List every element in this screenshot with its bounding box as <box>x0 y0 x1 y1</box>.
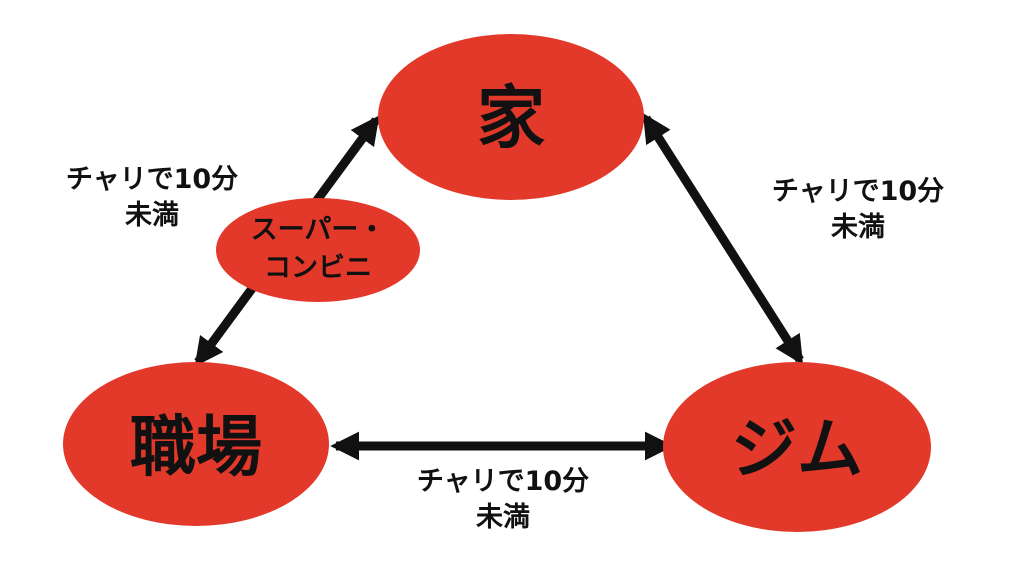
arrow-home-gym <box>642 113 804 365</box>
node-store-shape <box>216 198 420 302</box>
node-store: スーパー・ コンビニ <box>216 198 420 302</box>
edge-label-home-gym-line2: 未満 <box>831 212 885 243</box>
node-work-shape <box>63 362 329 526</box>
edge-label-work-gym-line1: チャリで10分 <box>417 466 589 497</box>
edge-label-home-gym: チャリで10分 未満 <box>772 176 944 243</box>
node-gym: ジム <box>663 362 931 532</box>
edge-label-home-work: チャリで10分 未満 <box>66 164 238 231</box>
node-store-label-line2: コンビニ <box>264 253 372 284</box>
node-work-label: 職場 <box>130 409 262 486</box>
edge-label-work-gym: チャリで10分 未満 <box>417 466 589 533</box>
edge-label-home-work-line1: チャリで10分 <box>66 164 238 195</box>
node-home-label: 家 <box>477 80 545 159</box>
node-home: 家 <box>378 34 644 200</box>
edge-label-work-gym-line2: 未満 <box>476 502 530 533</box>
node-work: 職場 <box>63 362 329 526</box>
edge-label-home-gym-line1: チャリで10分 <box>772 176 944 207</box>
node-gym-label: ジム <box>731 411 863 488</box>
edge-label-home-work-line2: 未満 <box>125 200 179 231</box>
node-gym-shape <box>663 362 931 532</box>
node-store-label-line1: スーパー・ <box>251 215 386 246</box>
node-home-shape <box>378 34 644 200</box>
